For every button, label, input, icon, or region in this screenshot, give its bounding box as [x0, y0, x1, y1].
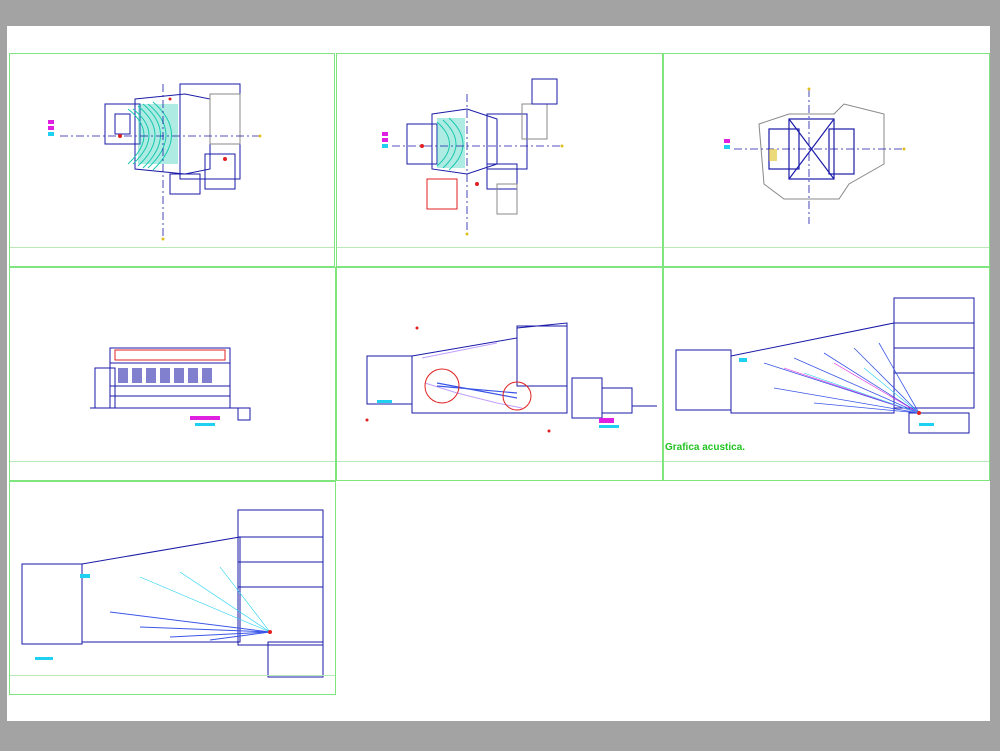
viewport-title-line — [664, 247, 989, 266]
viewport-floor-plan-1[interactable] — [9, 53, 335, 267]
viewport-floor-plan-2[interactable] — [336, 53, 663, 267]
section-2-drawing — [21, 509, 324, 678]
viewport-title-line — [664, 461, 989, 480]
roof-plan-drawing — [724, 87, 906, 224]
viewport-title-line — [337, 247, 662, 266]
viewport-title-line — [10, 247, 334, 266]
elevation-drawing — [90, 347, 251, 426]
viewport-section-1[interactable] — [336, 267, 663, 481]
section-acoustic-drawing — [675, 297, 975, 434]
viewport-title-line — [337, 461, 662, 480]
section-1-drawing — [365, 322, 657, 433]
viewport-elevation[interactable] — [9, 267, 336, 481]
viewport-section-2[interactable] — [9, 481, 336, 695]
acoustic-caption: Grafica acustica. — [665, 442, 746, 453]
viewport-title-line — [10, 461, 335, 480]
floor-plan-1-drawing — [48, 83, 262, 241]
viewport-roof-plan[interactable] — [663, 53, 990, 267]
drawing-sheet — [7, 26, 990, 721]
viewport-section-acoustic[interactable] — [663, 267, 990, 481]
viewport-title-line — [10, 675, 335, 694]
floor-plan-2-drawing — [382, 78, 564, 236]
